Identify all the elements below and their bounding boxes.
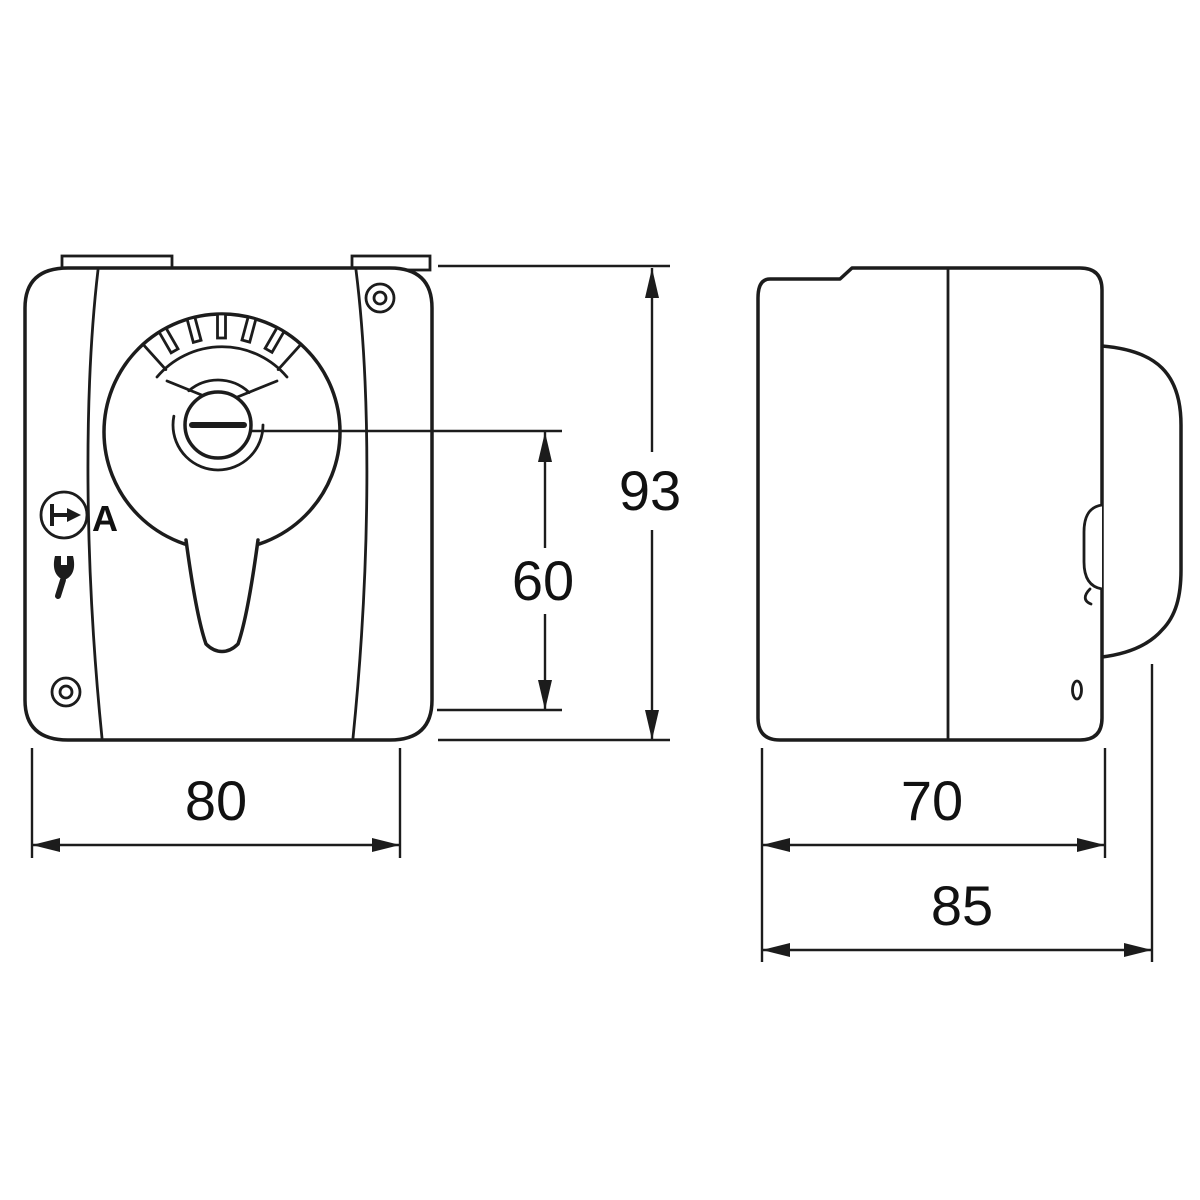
dimension-value: 93 [619, 459, 681, 522]
indicator-arrowhead [67, 508, 81, 522]
wrench-head [53, 556, 75, 580]
wrench-stem [55, 577, 66, 599]
dimension-body-depth: 70 [760, 748, 1107, 962]
dimension-total-depth: 85 [762, 664, 1154, 962]
screw-inner [58, 684, 74, 700]
dimension-width: 80 [30, 748, 402, 858]
screw-outer [364, 282, 396, 314]
front-cover-contour-left [86, 268, 104, 740]
scale-ticks [141, 312, 303, 371]
dimension-value: 85 [931, 874, 993, 937]
side-lever-hook [1083, 587, 1093, 606]
scale-inner-arc [155, 345, 289, 379]
scale-tick [185, 315, 203, 345]
knob-handle-pointer [184, 538, 260, 654]
front-cover-contour-right [351, 268, 369, 740]
direction-indicator-icon [39, 490, 89, 540]
arrowhead-left [762, 943, 790, 957]
side-knob-profile [1100, 344, 1183, 659]
arrowhead-up [645, 268, 659, 298]
dimension-center-to-bottom: 60 [250, 429, 574, 712]
arrowhead-down [645, 710, 659, 740]
port-label: A [92, 498, 118, 539]
scale-end-divider [276, 342, 303, 371]
scale-tick [157, 326, 180, 355]
front-view: A [23, 254, 434, 742]
arrowhead-left [762, 838, 790, 852]
side-lever-clip [1082, 503, 1103, 591]
arrowhead-right [1124, 943, 1152, 957]
dimension-value: 60 [512, 549, 574, 612]
dimension-value: 80 [185, 769, 247, 832]
scale-tick [240, 315, 258, 344]
housing-screw-bottom-left [50, 676, 82, 708]
side-bottom-slot [1071, 679, 1083, 701]
screw-inner [372, 290, 388, 306]
centre-screw-ring [171, 378, 265, 472]
dimension-value: 70 [901, 769, 963, 832]
screw-outer [50, 676, 82, 708]
arrowhead-right [372, 838, 400, 852]
scale-end-divider [141, 342, 168, 371]
arrowhead-left [32, 838, 60, 852]
scale-tick [216, 312, 227, 340]
arrowhead-up [538, 432, 552, 462]
side-housing-outline [756, 266, 1104, 742]
scale-tick [263, 325, 286, 355]
arrowhead-down [538, 680, 552, 710]
dimension-total-height: 93 [438, 264, 681, 742]
side-view [756, 266, 1183, 742]
arrowhead-right [1077, 838, 1105, 852]
housing-screw-top-right [364, 282, 396, 314]
manual-override-icon [53, 556, 75, 599]
